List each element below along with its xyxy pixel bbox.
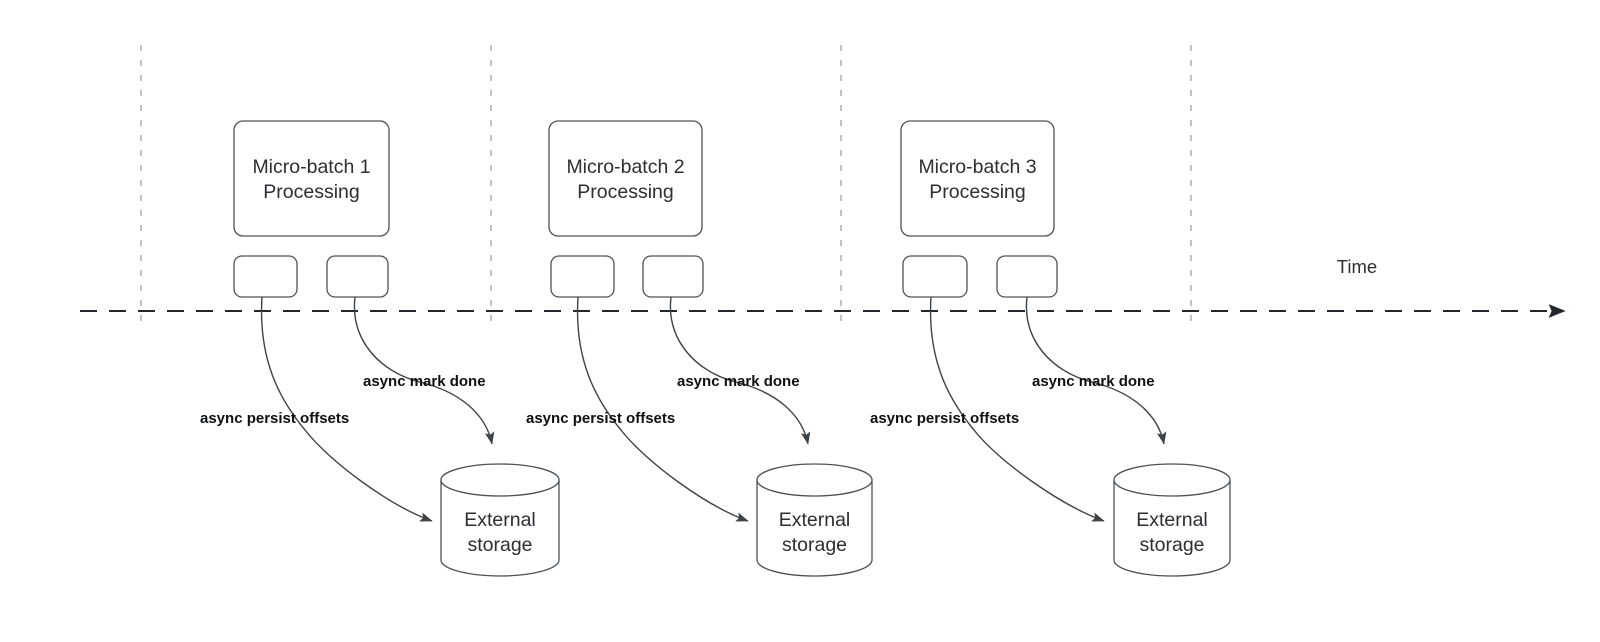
micro-batch-label-line2: Processing <box>577 181 673 203</box>
cylinder-body <box>756 479 873 577</box>
async-mark-done-label: async mark done <box>677 373 800 390</box>
async-mark-done-label: async mark done <box>363 373 486 390</box>
external-storage-cylinder[interactable]: External storage <box>1113 463 1231 577</box>
external-storage-cylinder[interactable]: External storage <box>756 463 873 577</box>
mark-done-task[interactable] <box>996 255 1058 298</box>
async-mark-done-arrow <box>353 296 495 445</box>
cylinder-body <box>1113 479 1231 577</box>
persist-offsets-task[interactable] <box>550 255 615 298</box>
async-persist-offsets-arrow <box>576 296 749 522</box>
cylinder-top-ellipse <box>756 463 873 497</box>
edge-labels: async persist offsets async mark done asyn… <box>200 373 1155 427</box>
micro-batch-box[interactable] <box>900 120 1055 237</box>
async-persist-offsets-arrow <box>929 296 1105 522</box>
micro-batch-label-line2: Processing <box>263 181 359 203</box>
external-storage-label-line2: storage <box>1139 534 1204 556</box>
async-persist-offsets-arrow <box>260 296 433 522</box>
batch-boundaries <box>140 45 1192 325</box>
micro-batch-label-line1: Micro-batch 1 <box>252 156 370 178</box>
external-storage-cylinder[interactable]: External storage <box>440 463 560 577</box>
mark-done-task[interactable] <box>326 255 389 298</box>
persist-offsets-task[interactable] <box>902 255 968 298</box>
external-storage-label-line1: External <box>779 509 851 531</box>
external-storage-label-line1: External <box>464 509 536 531</box>
cylinder-top-ellipse <box>440 463 560 497</box>
external-storage-label-line2: storage <box>467 534 532 556</box>
external-storage-label-line2: storage <box>782 534 847 556</box>
cylinder-body <box>440 479 560 577</box>
async-mark-done-arrow <box>1025 296 1167 445</box>
cylinder-top-ellipse <box>1113 463 1231 497</box>
timeline-axis: Time <box>80 256 1566 318</box>
async-persist-offsets-label: async persist offsets <box>200 410 349 427</box>
mark-done-task[interactable] <box>642 255 704 298</box>
micro-batch-label-line1: Micro-batch 2 <box>566 156 684 178</box>
micro-batch-groups: Micro-batch 1ProcessingExternalstorageMi… <box>233 120 1231 577</box>
external-storage-label-line1: External <box>1136 509 1208 531</box>
async-mark-done-arrow <box>669 296 811 445</box>
micro-batch-box[interactable] <box>233 120 390 237</box>
micro-batch-label-line2: Processing <box>929 181 1025 203</box>
async-persist-offsets-label: async persist offsets <box>526 410 675 427</box>
time-axis-label: Time <box>1337 256 1377 277</box>
async-persist-offsets-label: async persist offsets <box>870 410 1019 427</box>
micro-batch-box[interactable] <box>548 120 703 237</box>
persist-offsets-task[interactable] <box>233 255 298 298</box>
micro-batch-label-line1: Micro-batch 3 <box>918 156 1036 178</box>
async-mark-done-label: async mark done <box>1032 373 1155 390</box>
